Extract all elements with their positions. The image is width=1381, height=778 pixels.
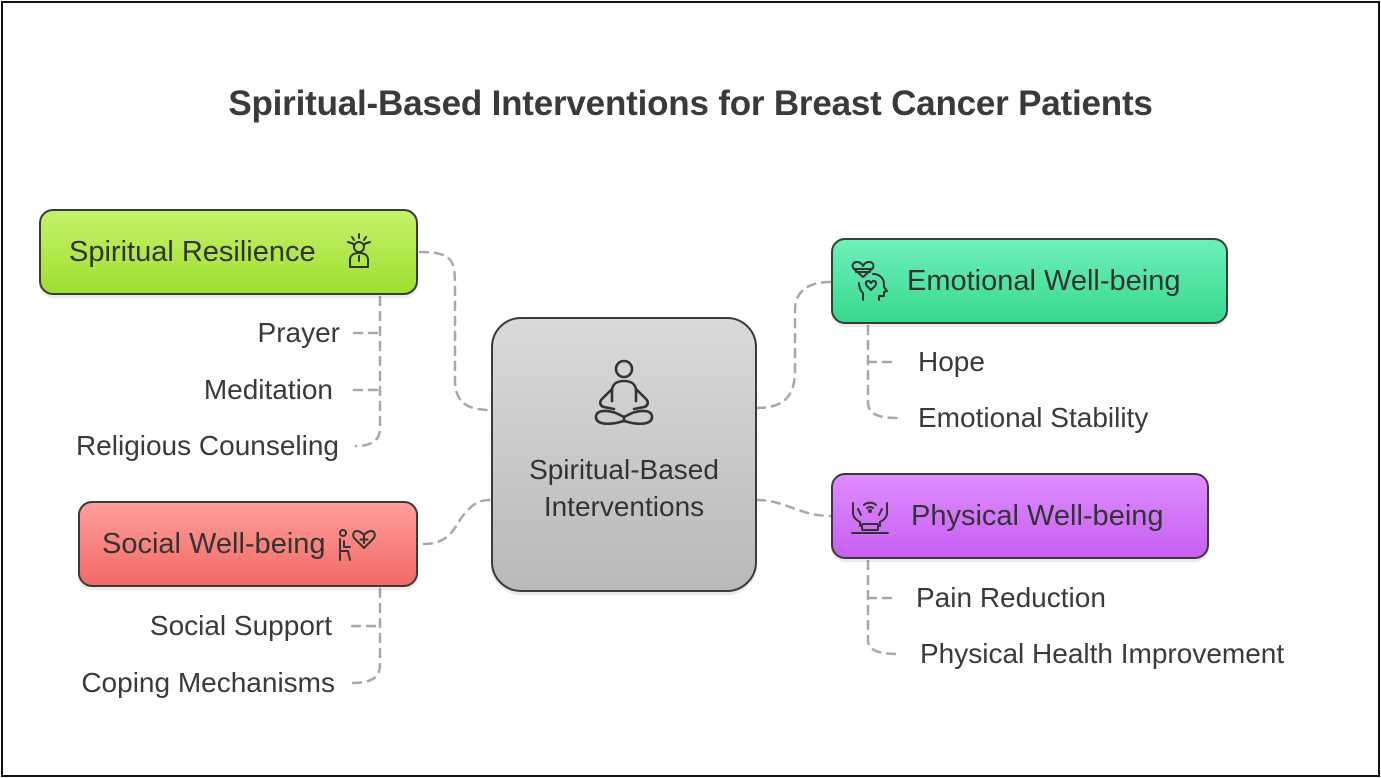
resilient-person-icon xyxy=(338,231,380,273)
connector-social-wellbeing xyxy=(422,498,494,546)
trunk-physical-wellbeing xyxy=(866,559,900,656)
leaf-hope: Hope xyxy=(918,346,985,377)
node-center: Spiritual-Based Interventions xyxy=(491,317,757,592)
leaf-emotional-stability: Emotional Stability xyxy=(918,402,1149,433)
connector-spiritual-resilience xyxy=(418,250,494,412)
node-label: Physical Well-being xyxy=(911,499,1164,532)
leaf-meditation: Meditation xyxy=(203,374,333,405)
node-label: Social Well-being xyxy=(102,527,326,560)
leaf-physical-health-improvement: Physical Health Improvement xyxy=(920,638,1285,669)
hands-wellness-icon xyxy=(849,495,891,537)
trunk-emotional-wellbeing xyxy=(866,324,900,420)
leaf-religious-counseling: Religious Counseling xyxy=(75,430,339,461)
node-label: Spiritual Resilience xyxy=(69,235,316,268)
center-label: Spiritual-Based Interventions xyxy=(529,454,719,522)
trunk-social-wellbeing xyxy=(350,587,382,685)
node-spiritual-resilience: Spiritual Resilience xyxy=(39,209,418,295)
trunk-spiritual-resilience xyxy=(354,295,382,448)
connector-emotional-wellbeing xyxy=(755,280,832,410)
meditation-person-icon xyxy=(582,355,666,439)
leaf-social-support: Social Support xyxy=(149,610,332,641)
node-physical-wellbeing: Physical Well-being xyxy=(831,473,1209,559)
node-label: Emotional Well-being xyxy=(907,264,1181,297)
connector-physical-wellbeing xyxy=(755,498,832,518)
leaf-coping-mechanisms: Coping Mechanisms xyxy=(81,667,335,698)
leaf-prayer: Prayer xyxy=(257,317,340,348)
node-social-wellbeing: Social Well-being xyxy=(78,501,418,587)
seated-person-heart-icon xyxy=(334,523,376,565)
diagram-title: Spiritual-Based Interventions for Breast… xyxy=(228,84,1153,123)
leaf-pain-reduction: Pain Reduction xyxy=(916,582,1106,613)
node-emotional-wellbeing: Emotional Well-being xyxy=(831,238,1228,324)
heart-head-icon xyxy=(849,260,891,302)
